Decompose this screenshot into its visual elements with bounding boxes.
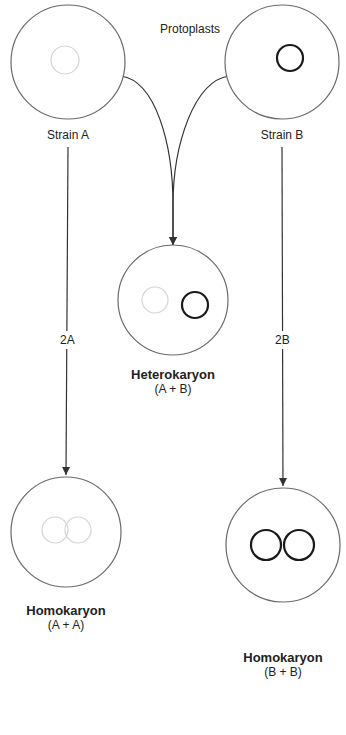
cell-node: Strain A [9, 3, 127, 143]
cell-name: Heterokaryon [116, 367, 230, 382]
cell-formula: (B + B) [224, 665, 342, 680]
cell-name: Homokaryon [9, 603, 123, 618]
edge-label: 2A [59, 331, 76, 349]
protoplast-outline [223, 3, 341, 121]
protoplast-outline [9, 3, 127, 121]
nucleus [42, 517, 68, 543]
edge-label: 2B [274, 331, 291, 349]
protoplast-outline [9, 475, 123, 589]
cell-node: Homokaryon(A + A) [9, 475, 123, 633]
cell-membrane [118, 245, 228, 355]
cell-name: Strain A [9, 128, 127, 143]
cell-formula: (A + A) [9, 618, 123, 633]
nucleus [284, 530, 314, 560]
process-arrow [169, 76, 229, 245]
heading-label: Protoplasts [160, 22, 220, 37]
process-arrow [279, 147, 287, 486]
process-arrow [121, 76, 177, 245]
cell-membrane [226, 488, 340, 602]
process-arrow [62, 147, 70, 475]
nucleus [65, 517, 91, 543]
protoplast-outline [116, 243, 230, 357]
cell-membrane [11, 477, 121, 587]
cell-node: Strain B [223, 3, 341, 143]
nucleus [277, 45, 303, 71]
cell-membrane [225, 5, 339, 119]
cell-name: Homokaryon [224, 650, 342, 665]
nucleus [182, 292, 208, 318]
cell-node: Homokaryon(B + B) [224, 486, 342, 680]
cell-name: Strain B [223, 128, 341, 143]
nucleus [251, 530, 281, 560]
nucleus [51, 46, 79, 74]
nucleus [142, 287, 168, 313]
cell-formula: (A + B) [116, 382, 230, 397]
cell-node: Heterokaryon(A + B) [116, 243, 230, 397]
protoplast-outline [224, 486, 342, 604]
cell-membrane [11, 5, 125, 119]
